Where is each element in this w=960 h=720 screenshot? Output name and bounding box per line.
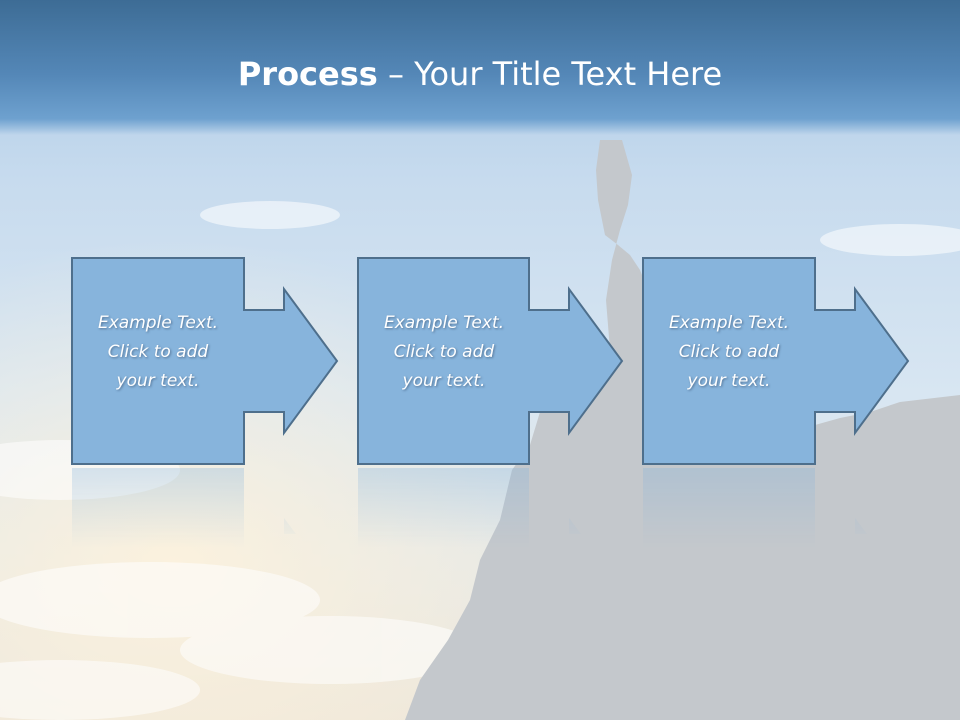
arrow-box-shape xyxy=(642,257,910,465)
step-line: your text. xyxy=(402,371,486,391)
step-line: Click to add xyxy=(107,342,209,362)
title-band xyxy=(0,0,960,135)
step-1-reflection xyxy=(72,468,296,548)
title-bold: Process xyxy=(237,55,378,93)
step-line: your text. xyxy=(687,371,771,391)
slide-title[interactable]: Process – Your Title Text Here xyxy=(0,52,960,96)
step-3-reflection xyxy=(643,468,867,548)
step-line: Example Text. xyxy=(97,313,219,333)
step-2-reflection xyxy=(358,468,581,548)
process-step-1[interactable]: Example Text. Click to add your text. xyxy=(71,257,339,465)
step-line: your text. xyxy=(116,371,200,391)
process-step-3[interactable]: Example Text. Click to add your text. xyxy=(642,257,910,465)
step-line: Example Text. xyxy=(668,313,790,333)
step-text[interactable]: Example Text. Click to add your text. xyxy=(644,309,814,396)
step-text[interactable]: Example Text. Click to add your text. xyxy=(73,309,243,396)
arrow-box-shape xyxy=(71,257,339,465)
arrow-box-shape xyxy=(357,257,624,465)
step-line: Example Text. xyxy=(383,313,505,333)
step-text[interactable]: Example Text. Click to add your text. xyxy=(359,309,529,396)
step-line: Click to add xyxy=(393,342,495,362)
process-step-2[interactable]: Example Text. Click to add your text. xyxy=(357,257,625,465)
step-line: Click to add xyxy=(678,342,780,362)
title-rest: – Your Title Text Here xyxy=(377,55,723,93)
